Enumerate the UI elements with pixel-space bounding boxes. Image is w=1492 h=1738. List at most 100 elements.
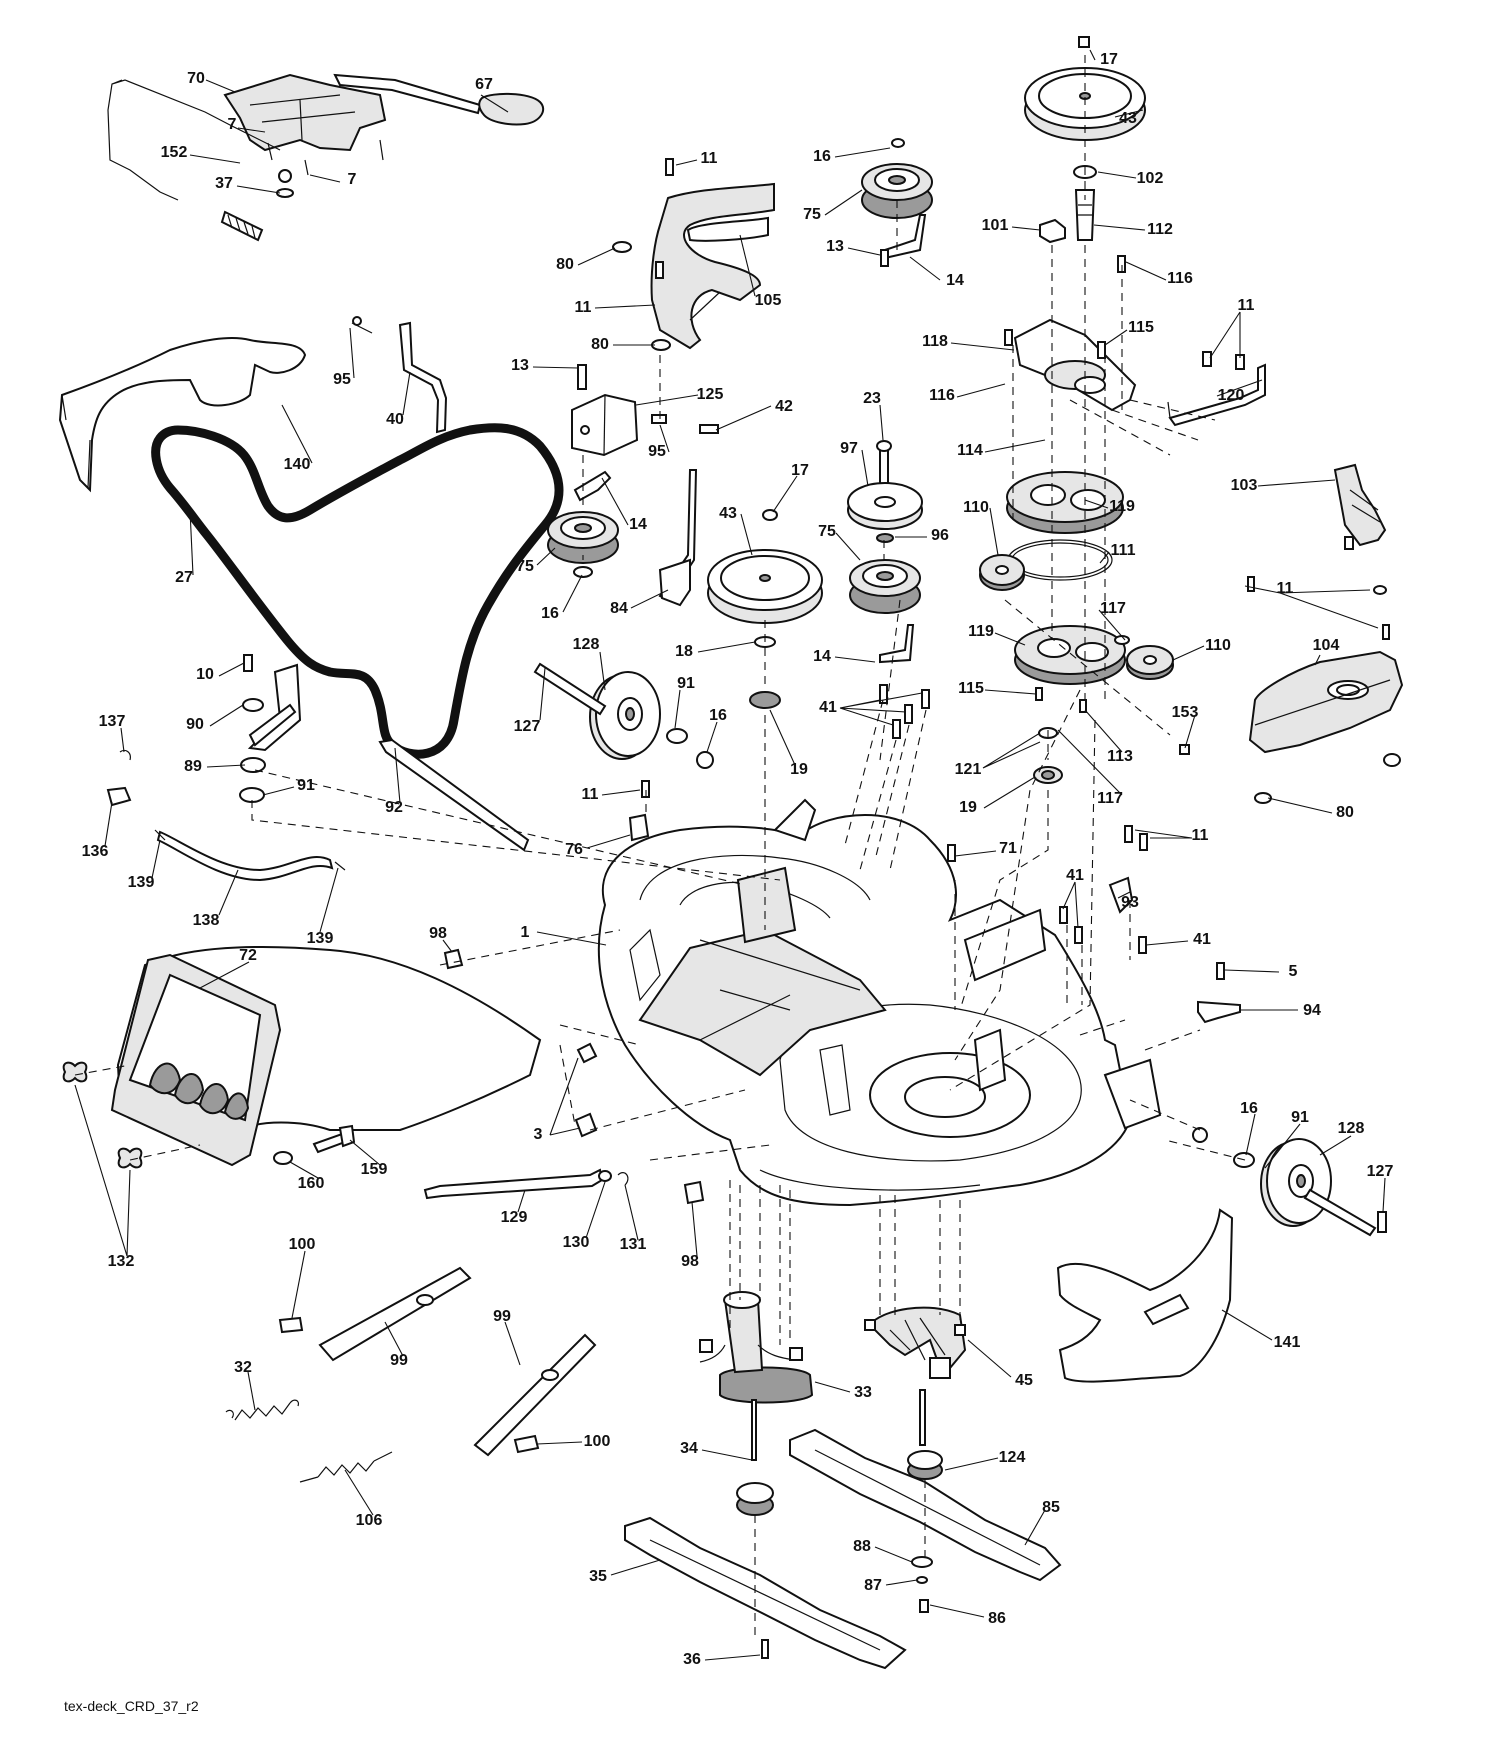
gear-110-right — [1126, 645, 1174, 680]
callout-16: 16 — [709, 707, 727, 724]
callout-67: 67 — [475, 76, 493, 93]
callout-139: 139 — [128, 874, 155, 891]
callout-139: 139 — [307, 930, 334, 947]
callout-16: 16 — [1240, 1100, 1258, 1117]
callout-111: 111 — [1111, 542, 1136, 559]
link-arm-99-upper — [278, 1266, 472, 1362]
callout-100: 100 — [584, 1433, 611, 1450]
callout-153: 153 — [1172, 704, 1199, 721]
callout-86: 86 — [988, 1610, 1006, 1627]
callout-99: 99 — [493, 1308, 511, 1325]
callout-14: 14 — [813, 648, 831, 665]
callout-80: 80 — [591, 336, 609, 353]
callout-19: 19 — [790, 761, 808, 778]
blade-85 — [761, 1428, 1062, 1659]
gear-119-top — [1006, 471, 1124, 534]
small-hardware — [243, 158, 1401, 1233]
callout-41: 41 — [1193, 931, 1211, 948]
belt-guard-105 — [650, 182, 775, 350]
callout-97: 97 — [840, 440, 858, 457]
callout-116: 116 — [1167, 270, 1193, 287]
callout-17: 17 — [791, 462, 809, 479]
callout-115: 115 — [1128, 319, 1154, 336]
callout-70: 70 — [187, 70, 205, 87]
callout-41: 41 — [1066, 867, 1084, 884]
gearbox-plate-118 — [1004, 318, 1137, 412]
callout-98: 98 — [681, 1253, 699, 1270]
callout-128: 128 — [1338, 1120, 1365, 1137]
bracket-84 — [658, 469, 698, 607]
bracket-93 — [1108, 876, 1134, 914]
spindle-housing-33 — [699, 1291, 814, 1516]
idler-bracket-125 — [571, 393, 639, 502]
callout-19: 19 — [959, 799, 977, 816]
callout-11: 11 — [701, 150, 718, 167]
callout-120: 120 — [1218, 387, 1245, 404]
callout-16: 16 — [541, 605, 559, 622]
callout-96: 96 — [931, 527, 949, 544]
callout-129: 129 — [501, 1209, 528, 1226]
callout-119: 119 — [1109, 498, 1135, 515]
callout-14: 14 — [946, 272, 964, 289]
callout-137: 137 — [99, 713, 126, 730]
callout-152: 152 — [161, 144, 188, 161]
callout-101: 101 — [982, 217, 1009, 234]
callout-124: 124 — [999, 1449, 1026, 1466]
callout-91: 91 — [1291, 1109, 1309, 1126]
callout-117: 117 — [1100, 600, 1126, 617]
blade-35 — [624, 1516, 907, 1670]
idler-pulley-75-center — [849, 559, 921, 664]
callout-32: 32 — [234, 1359, 252, 1376]
callout-87: 87 — [864, 1577, 882, 1594]
callout-11: 11 — [575, 299, 592, 316]
callout-33: 33 — [854, 1384, 872, 1401]
callout-106: 106 — [356, 1512, 383, 1529]
callout-110: 110 — [963, 499, 989, 516]
bracket-94 — [1197, 1000, 1241, 1024]
callout-14: 14 — [629, 516, 647, 533]
callout-75: 75 — [516, 558, 534, 575]
callout-115: 115 — [958, 680, 984, 697]
idler-pulley-75-left — [547, 511, 619, 578]
spring-106 — [299, 1451, 393, 1483]
rod-92 — [378, 738, 530, 852]
callout-17: 17 — [1100, 51, 1118, 68]
callout-80: 80 — [556, 256, 574, 273]
callout-88: 88 — [853, 1538, 871, 1555]
callout-160: 160 — [298, 1175, 325, 1192]
callout-130: 130 — [563, 1234, 590, 1251]
blade-pulley-43-center — [707, 509, 823, 709]
callout-42: 42 — [775, 398, 793, 415]
hose-138 — [154, 829, 346, 882]
idler-pulley-97 — [847, 440, 923, 543]
callout-41: 41 — [819, 699, 837, 716]
callout-136: 136 — [82, 843, 109, 860]
belt-guard-103 — [1333, 463, 1387, 547]
callout-45: 45 — [1015, 1372, 1033, 1389]
gear-110-left — [979, 554, 1025, 591]
callout-84: 84 — [610, 600, 628, 617]
callout-76: 76 — [565, 841, 583, 858]
spring-32 — [225, 1399, 299, 1421]
callout-85: 85 — [1042, 1499, 1060, 1516]
discharge-chute-72 — [110, 946, 542, 1167]
callout-113: 113 — [1107, 748, 1133, 765]
callout-99: 99 — [390, 1352, 408, 1369]
callout-3: 3 — [534, 1126, 543, 1143]
drive-belt — [151, 423, 564, 759]
callout-36: 36 — [683, 1651, 701, 1668]
spindle-housing-45 — [864, 1306, 967, 1480]
callout-114: 114 — [957, 442, 983, 459]
callout-5: 5 — [1289, 963, 1298, 980]
callout-119: 119 — [968, 623, 994, 640]
callout-118: 118 — [922, 333, 948, 350]
callout-43: 43 — [719, 505, 737, 522]
callout-95: 95 — [648, 443, 666, 460]
callout-116: 116 — [929, 387, 955, 404]
lift-lever-assembly — [107, 73, 545, 242]
callout-93: 93 — [1121, 894, 1139, 911]
callout-18: 18 — [675, 643, 693, 660]
diagram-id-label: tex-deck_CRD_37_r2 — [64, 1698, 199, 1714]
